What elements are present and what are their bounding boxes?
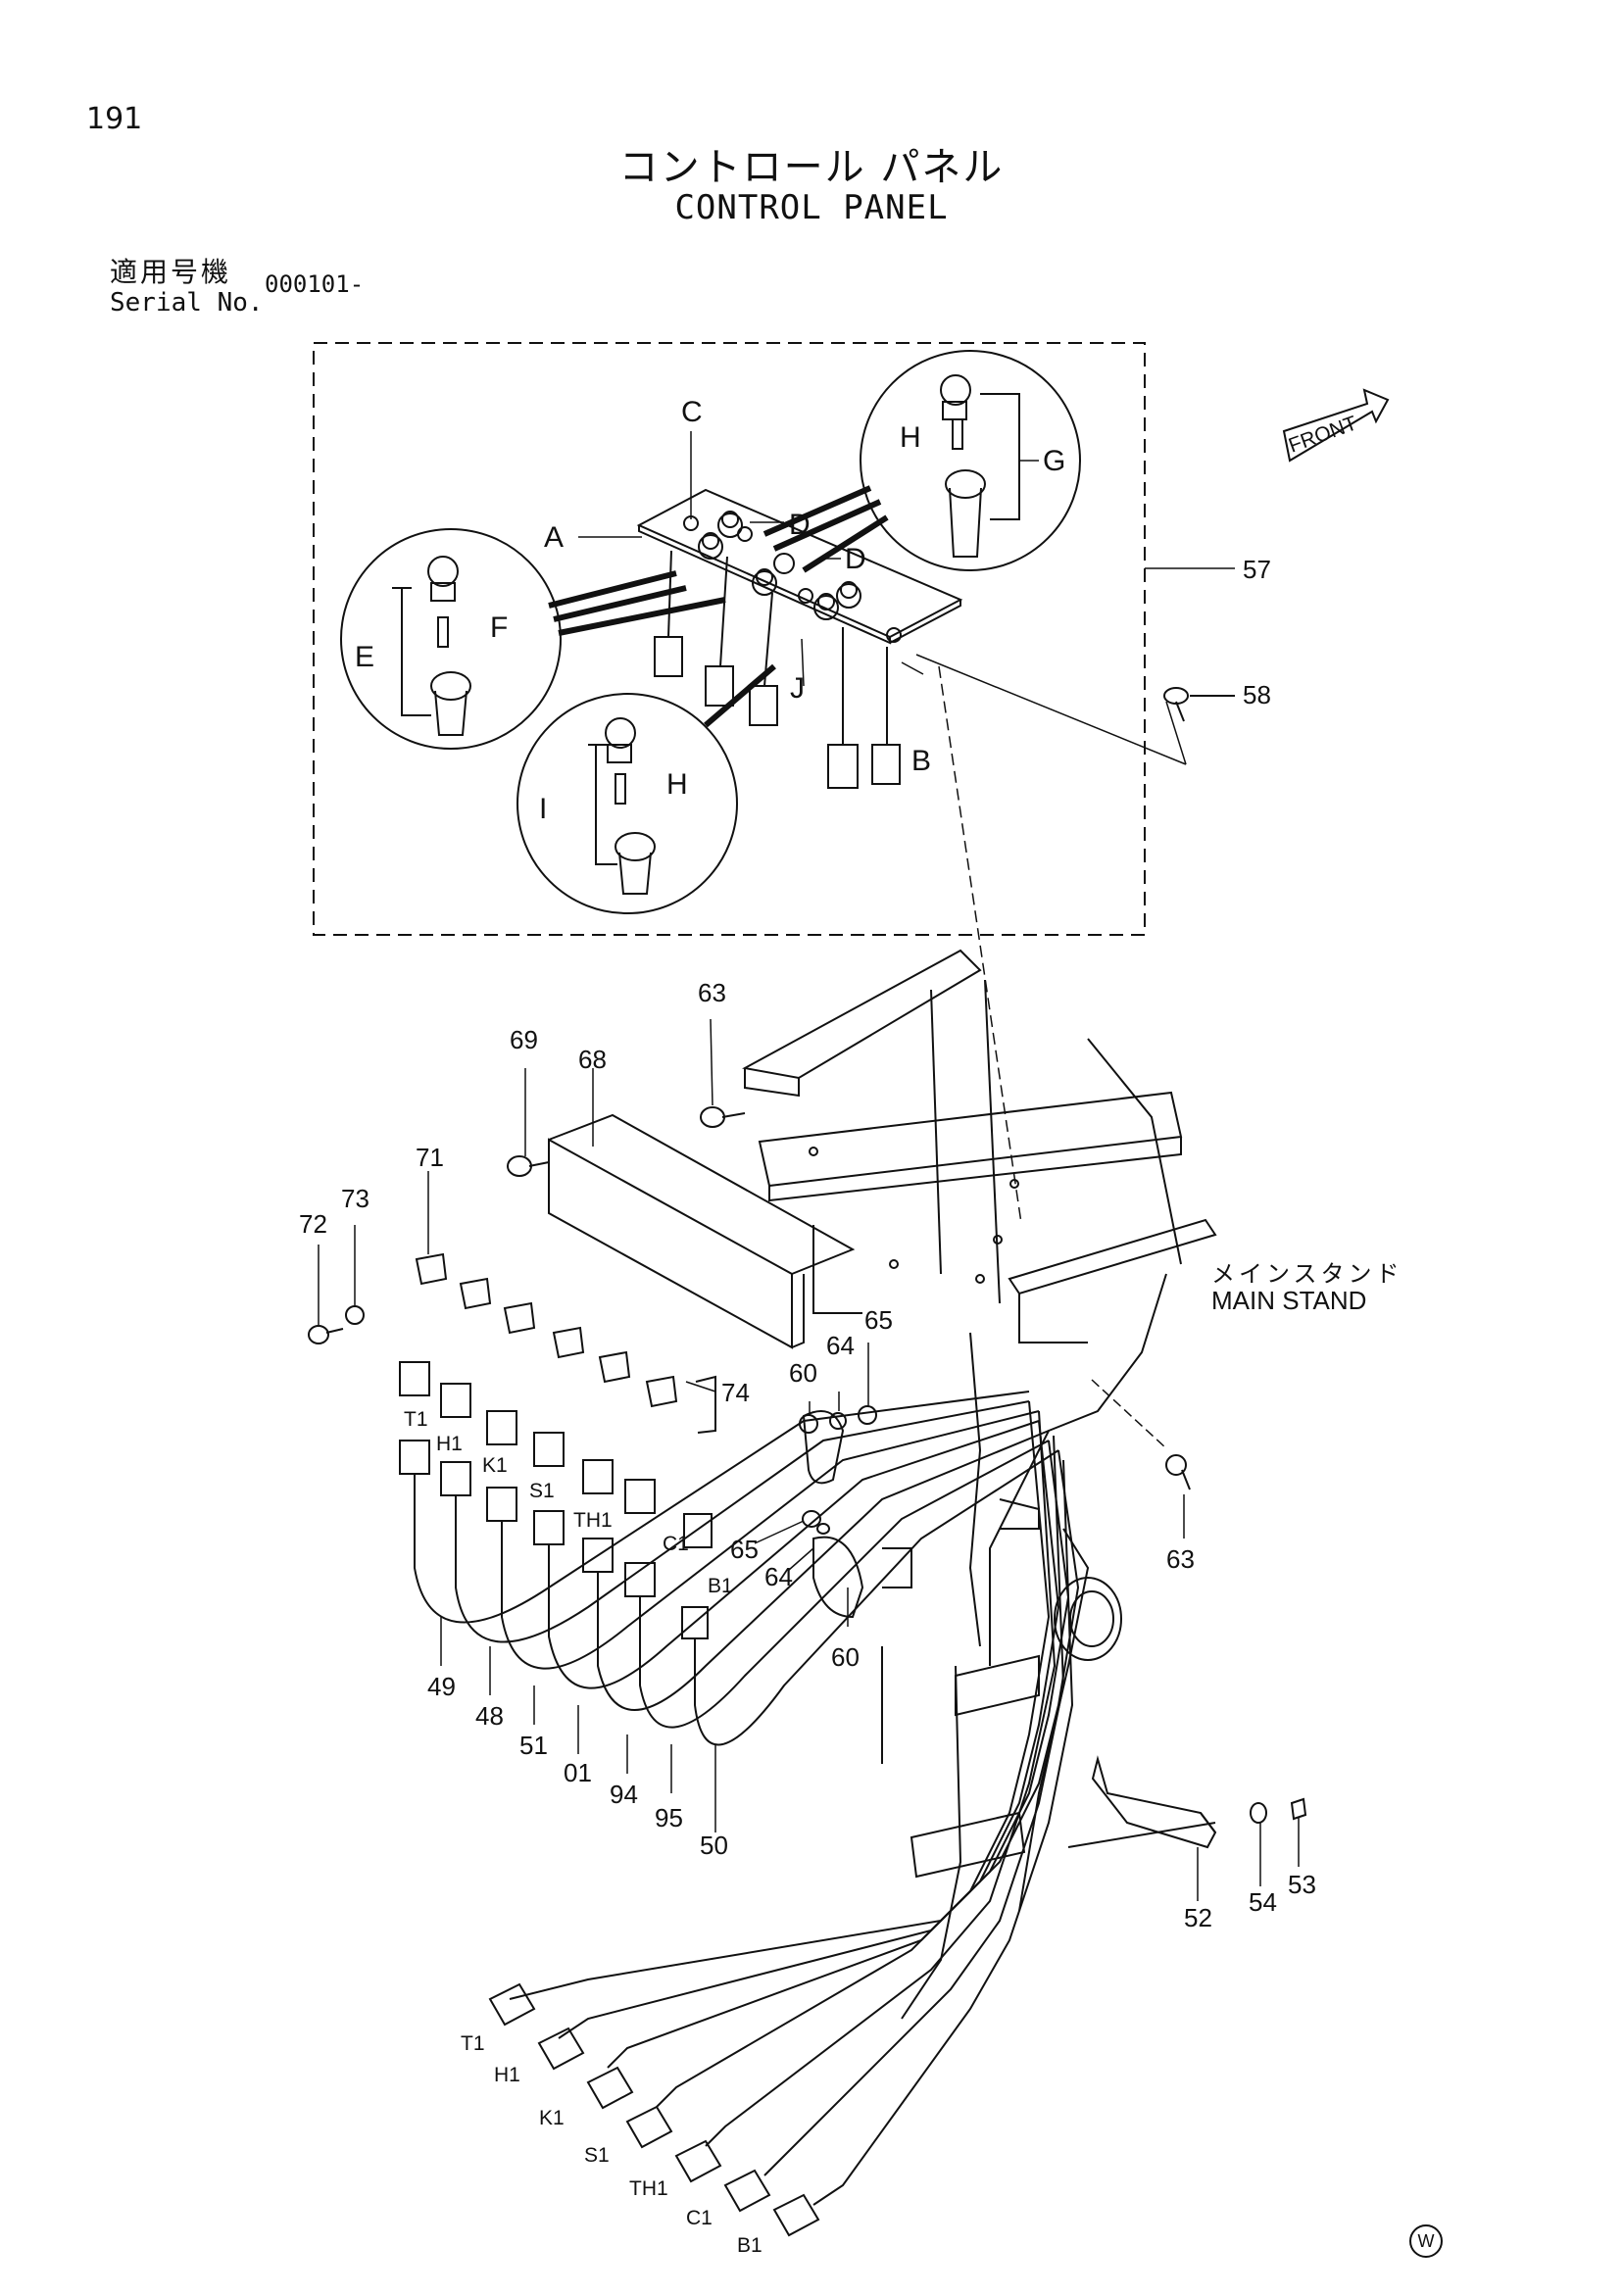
part-49: 49 — [427, 1672, 456, 1701]
page-title-japanese: コントロール パネル — [618, 145, 1005, 190]
conn-bottom-c1: C1 — [686, 2207, 713, 2229]
front-arrow-icon: FRONT — [1282, 388, 1390, 463]
part-74: 74 — [721, 1378, 750, 1407]
part-72: 72 — [299, 1209, 327, 1239]
connector-clips — [415, 1252, 716, 1434]
part-53: 53 — [1288, 1870, 1316, 1899]
part-60-top: 60 — [789, 1358, 817, 1388]
part-50: 50 — [700, 1831, 728, 1860]
conn-top-t1: T1 — [404, 1408, 428, 1431]
conn-bottom-k1: K1 — [539, 2107, 565, 2129]
conn-bottom-s1: S1 — [584, 2144, 610, 2167]
serial-label-japanese: 適用号機 — [110, 256, 232, 288]
part-94: 94 — [610, 1780, 638, 1809]
label-i: I — [539, 793, 547, 825]
label-h-1: H — [900, 421, 921, 454]
bracket-connectors — [399, 1361, 713, 1548]
part-95: 95 — [655, 1803, 683, 1832]
main-stand — [742, 949, 1217, 2020]
bottom-connectors — [488, 1982, 820, 2237]
part-58: 58 — [1243, 680, 1271, 709]
part-63-right: 63 — [1166, 1544, 1195, 1574]
conn-top-b1: B1 — [708, 1575, 733, 1597]
part-68: 68 — [578, 1045, 607, 1074]
part-63-top: 63 — [698, 978, 726, 1007]
part-51: 51 — [519, 1731, 548, 1760]
wire-harness — [399, 1391, 1080, 2206]
detail-circle-i — [516, 693, 738, 914]
panel-plate — [636, 488, 963, 789]
label-j: J — [790, 672, 805, 705]
part-73: 73 — [341, 1184, 369, 1213]
label-e: E — [355, 641, 374, 673]
letter-leaders — [578, 431, 1235, 1224]
part-48: 48 — [475, 1701, 504, 1731]
bracket-68 — [548, 1113, 856, 1349]
part-64-top: 64 — [826, 1331, 855, 1360]
part-54: 54 — [1249, 1887, 1277, 1917]
main-stand-label-japanese: メインスタンド — [1211, 1260, 1403, 1288]
label-f: F — [490, 611, 508, 644]
part-leaders — [318, 1018, 1300, 1901]
detail-leaders — [548, 485, 889, 728]
part-65-top: 65 — [864, 1305, 893, 1335]
label-a: A — [544, 521, 564, 554]
screw-58-icon — [1163, 687, 1235, 722]
page-title-english: CONTROL PANEL — [674, 188, 949, 227]
part-52: 52 — [1184, 1903, 1212, 1932]
label-d-1: D — [789, 509, 811, 541]
conn-top-th1: TH1 — [573, 1509, 613, 1532]
label-b: B — [911, 745, 931, 777]
part-71: 71 — [416, 1143, 444, 1172]
corner-mark: W — [1409, 2224, 1443, 2258]
conn-top-s1: S1 — [529, 1480, 555, 1502]
conn-bottom-th1: TH1 — [629, 2177, 668, 2200]
main-stand-label-english: MAIN STAND — [1211, 1286, 1367, 1315]
conn-bottom-b1: B1 — [737, 2234, 762, 2257]
detail-circle-g — [860, 350, 1081, 571]
conn-top-k1: K1 — [482, 1454, 508, 1477]
label-c: C — [681, 396, 703, 428]
serial-label-english: Serial No. — [110, 288, 264, 318]
bracket-52 — [1067, 1755, 1307, 1849]
conn-bottom-t1: T1 — [461, 2032, 485, 2055]
part-57: 57 — [1243, 555, 1271, 584]
conn-top-h1: H1 — [436, 1433, 463, 1455]
detail-circle-e — [340, 528, 562, 750]
part-01: 01 — [564, 1758, 592, 1787]
detail-box — [313, 342, 1146, 936]
part-65-mid: 65 — [730, 1535, 759, 1564]
conn-bottom-h1: H1 — [494, 2064, 520, 2086]
hardware-icons — [308, 1106, 1191, 1535]
label-g: G — [1043, 445, 1065, 477]
serial-value: 000101- — [265, 270, 365, 298]
part-69: 69 — [510, 1025, 538, 1054]
label-d-2: D — [845, 543, 866, 575]
page-number: 191 — [86, 102, 143, 136]
label-h-2: H — [666, 768, 688, 801]
part-60-bottom: 60 — [831, 1642, 860, 1672]
part-64-mid: 64 — [764, 1562, 793, 1591]
conn-top-c1: C1 — [663, 1533, 689, 1555]
